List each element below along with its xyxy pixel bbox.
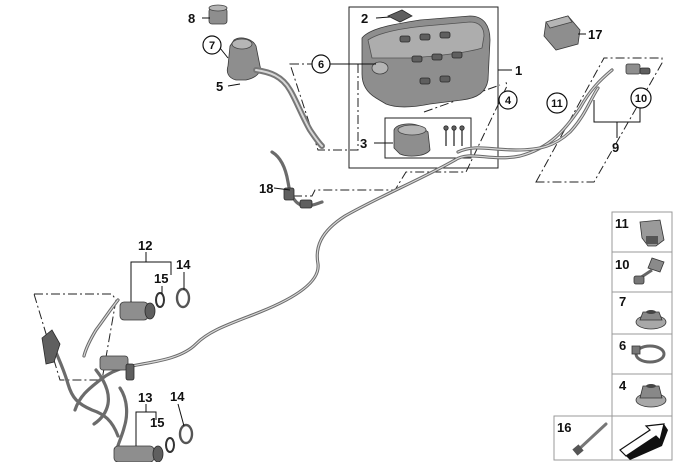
callout-4-circle: 4 [498,90,518,110]
cable-tie-icon [572,422,608,456]
gasket-part [387,9,413,23]
callout-15-upper: 15 [154,271,168,286]
svg-text:7: 7 [209,40,215,52]
leader-lines [130,16,641,446]
callout-5: 5 [216,79,223,94]
callout-8: 8 [188,11,195,26]
callout-9: 9 [612,140,619,155]
svg-text:6: 6 [318,59,324,71]
legend-item-4: 4 [611,373,673,417]
flange-nut-icon [635,310,667,330]
svg-text:4: 4 [505,95,512,107]
svg-text:6: 6 [619,338,626,353]
svg-text:4: 4 [619,378,627,393]
filler-cap-part [208,4,228,25]
callout-14-upper: 14 [176,257,191,272]
connector-icon [633,257,665,285]
callout-2: 2 [361,11,368,26]
legend-item-11: 11 [611,211,673,253]
fuel-pump-part [393,123,465,157]
svg-text:11: 11 [615,216,629,231]
callout-14-lower: 14 [170,389,185,404]
legend-item-6: 6 [611,333,673,375]
legend-panel: 11 10 7 6 [611,211,673,417]
left-bracket-part [41,329,135,381]
control-unit-part [543,15,581,51]
callout-12: 12 [138,238,152,253]
main-fuel-line [53,68,614,454]
svg-text:7: 7 [619,294,626,309]
clamp-upper [175,287,191,309]
svg-text:16: 16 [557,420,571,435]
callout-18: 18 [259,181,273,196]
right-connector-part [625,63,651,75]
tank-frame [348,6,499,169]
clip-holder-icon [639,219,665,247]
svg-text:11: 11 [551,98,563,110]
callout-13: 13 [138,390,152,405]
callout-17: 17 [588,27,602,42]
callout-7-circle: 7 [202,35,222,55]
legend-item-16: 16 [553,415,613,461]
fuel-tank-part [361,15,491,108]
hose-clamp-icon [631,344,666,364]
o-ring-upper [155,292,165,308]
lower-assembly-part [113,423,194,462]
hex-nut-icon [635,384,667,408]
callout-6-circle: 6 [311,54,331,74]
group-outline-left [33,293,117,381]
continuation-arrow-box [611,415,673,461]
valve-assembly-part [119,301,156,321]
svg-text:10: 10 [615,257,629,272]
callout-10-circle: 10 [630,87,652,109]
legend-item-10: 10 [611,251,673,293]
pump-subframe [384,117,472,159]
legend-item-7: 7 [611,291,673,335]
callout-1: 1 [515,63,522,78]
arrow-icon [619,423,668,460]
callout-3: 3 [360,136,367,151]
filler-neck-part [226,37,325,149]
svg-text:10: 10 [635,93,647,105]
callout-11-circle: 11 [546,92,568,114]
callout-15-lower: 15 [150,415,164,430]
breather-line-part [270,150,324,209]
group-outline-right [535,57,663,183]
